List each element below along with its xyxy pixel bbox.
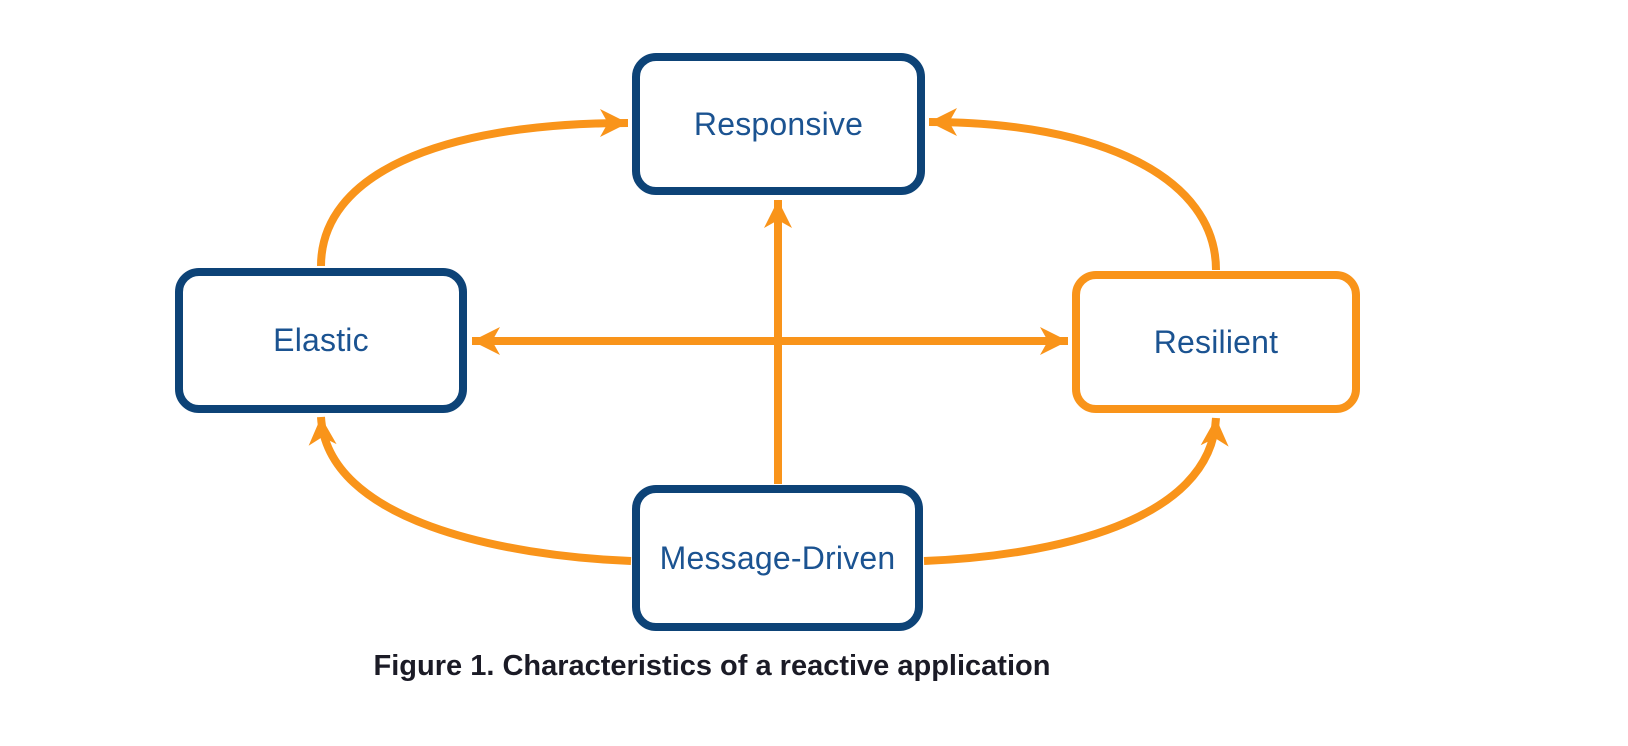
edge-message-driven-to-elastic-arrow: [308, 416, 632, 565]
node-resilient-label: Resilient: [1153, 323, 1279, 360]
edge-elastic-to-responsive-arrow: [317, 109, 629, 267]
node-elastic-label: Elastic: [273, 322, 369, 358]
node-message-driven-label: Message-Driven: [659, 539, 896, 576]
node-resilient: Resilient: [1072, 271, 1360, 413]
edge-message-driven-to-resilient-arrow: [923, 417, 1229, 565]
edge-resilient-to-responsive-arrow: [928, 108, 1220, 271]
node-responsive-label: Responsive: [693, 105, 864, 142]
node-message-driven: Message-Driven: [632, 485, 923, 631]
node-elastic: Elastic: [175, 268, 467, 413]
figure-caption: Figure 1. Characteristics of a reactive …: [373, 650, 1051, 682]
node-responsive: Responsive: [632, 53, 925, 195]
